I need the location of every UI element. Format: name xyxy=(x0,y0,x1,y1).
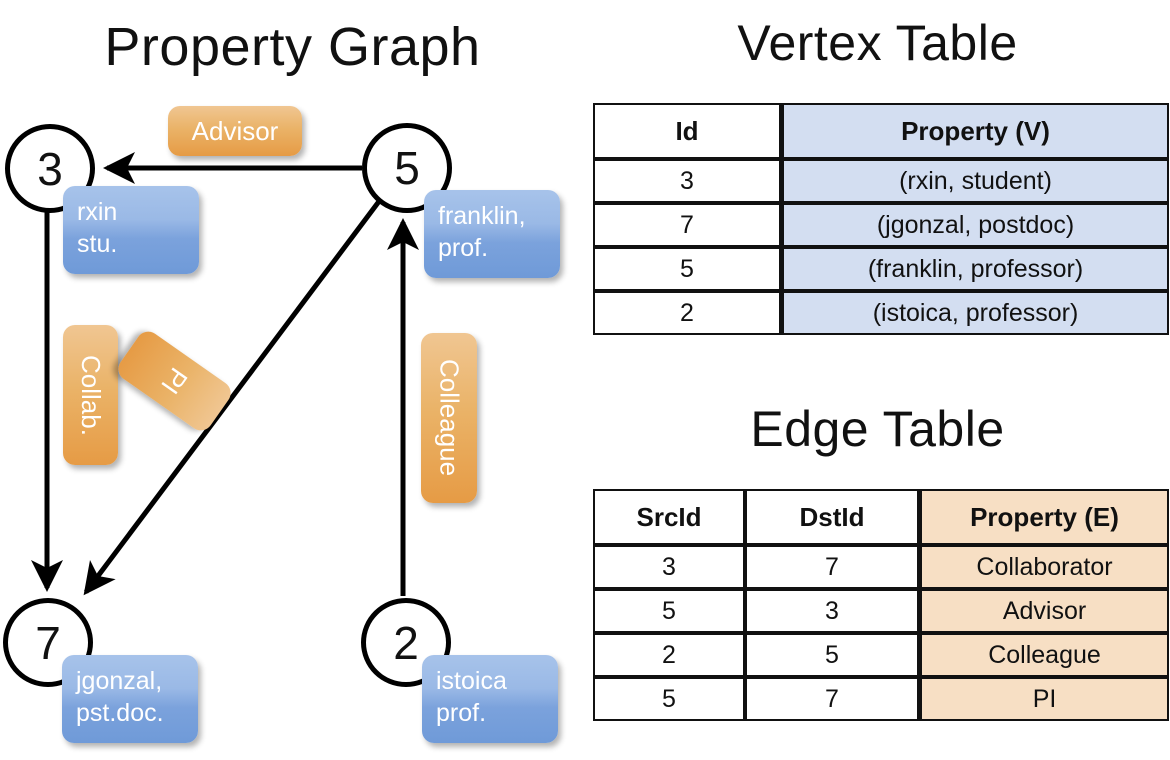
edge-row-0-dst: 7 xyxy=(745,545,919,589)
page-title-vertex-table: Vertex Table xyxy=(737,15,1018,71)
table-row[interactable]: 2 (istoica, professor) xyxy=(593,291,1169,335)
edge-row-3-property: PI xyxy=(919,677,1169,721)
vertex-row-3-property: (istoica, professor) xyxy=(781,291,1169,335)
edge-row-2-dst: 5 xyxy=(745,633,919,677)
edge-arrow-pi xyxy=(83,198,382,596)
node-property-franklin-role: prof. xyxy=(438,234,489,262)
vertex-row-1-property: (jgonzal, postdoc) xyxy=(781,203,1169,247)
edge-row-2-src: 2 xyxy=(593,633,745,677)
edge-table: SrcId DstId Property (E) 3 7 Collaborato… xyxy=(593,489,1169,721)
node-property-rxin-role: stu. xyxy=(77,230,118,258)
vertex-row-2-property: (franklin, professor) xyxy=(781,247,1169,291)
table-row[interactable]: 3 (rxin, student) xyxy=(593,159,1169,203)
edge-table-header-row: SrcId DstId Property (E) xyxy=(593,489,1169,545)
table-row[interactable]: 5 3 Advisor xyxy=(593,589,1169,633)
edge-row-3-src: 5 xyxy=(593,677,745,721)
graph-node-2[interactable]: 2 xyxy=(361,598,451,687)
node-property-box-franklin: franklin, prof. xyxy=(424,190,560,278)
property-graph-panel: Property Graph 3 5 7 2 rxin stu. frankli… xyxy=(3,17,560,743)
vertex-row-2-id: 5 xyxy=(593,247,781,291)
node-property-box-rxin: rxin stu. xyxy=(63,186,199,274)
page-title-property-graph: Property Graph xyxy=(104,17,481,77)
node-property-jgonzal-role: pst.doc. xyxy=(76,699,164,727)
table-row[interactable]: 3 7 Collaborator xyxy=(593,545,1169,589)
edge-label-collab: Collab. xyxy=(63,325,118,465)
vertex-row-1-id: 7 xyxy=(593,203,781,247)
vertex-table-header-row: Id Property (V) xyxy=(593,103,1169,159)
edge-label-colleague: Colleague xyxy=(421,333,477,503)
tables-panel: Vertex Table Id Property (V) 3 (rxin, st… xyxy=(585,0,1170,760)
node-property-box-jgonzal: jgonzal, pst.doc. xyxy=(62,655,198,743)
graph-node-3-label: 3 xyxy=(37,142,63,195)
edge-row-1-dst: 3 xyxy=(745,589,919,633)
edge-row-1-src: 5 xyxy=(593,589,745,633)
page-title-edge-table: Edge Table xyxy=(750,401,1005,457)
node-property-rxin-name: rxin xyxy=(77,198,118,226)
node-property-istoica-role: prof. xyxy=(436,699,487,727)
vertex-table-header-property: Property (V) xyxy=(781,103,1169,159)
node-property-jgonzal-name: jgonzal, xyxy=(76,667,163,695)
edge-row-3-dst: 7 xyxy=(745,677,919,721)
edge-row-1-property: Advisor xyxy=(919,589,1169,633)
node-property-istoica-name: istoica xyxy=(436,667,507,695)
node-property-franklin-name: franklin, xyxy=(438,202,526,230)
graph-node-2-label: 2 xyxy=(393,616,419,669)
vertex-table-header-id: Id xyxy=(593,103,781,159)
graph-edges-svg xyxy=(31,152,419,596)
table-row[interactable]: 7 (jgonzal, postdoc) xyxy=(593,203,1169,247)
vertex-table: Id Property (V) 3 (rxin, student) 7 (jgo… xyxy=(593,103,1169,335)
vertex-row-0-property: (rxin, student) xyxy=(781,159,1169,203)
vertex-row-3-id: 2 xyxy=(593,291,781,335)
edge-label-advisor: Advisor xyxy=(168,106,302,156)
vertex-row-0-id: 3 xyxy=(593,159,781,203)
edge-table-header-srcid: SrcId xyxy=(593,489,745,545)
graph-node-5-label: 5 xyxy=(394,142,420,194)
edge-table-header-property: Property (E) xyxy=(919,489,1169,545)
table-row[interactable]: 5 7 PI xyxy=(593,677,1169,721)
table-row[interactable]: 2 5 Colleague xyxy=(593,633,1169,677)
table-row[interactable]: 5 (franklin, professor) xyxy=(593,247,1169,291)
edge-row-0-property: Collaborator xyxy=(919,545,1169,589)
edge-table-header-dstid: DstId xyxy=(745,489,919,545)
graph-node-7-label: 7 xyxy=(35,616,61,669)
edge-row-2-property: Colleague xyxy=(919,633,1169,677)
graph-node-5[interactable]: 5 xyxy=(362,123,452,213)
edge-row-0-src: 3 xyxy=(593,545,745,589)
node-property-box-istoica: istoica prof. xyxy=(422,655,558,743)
